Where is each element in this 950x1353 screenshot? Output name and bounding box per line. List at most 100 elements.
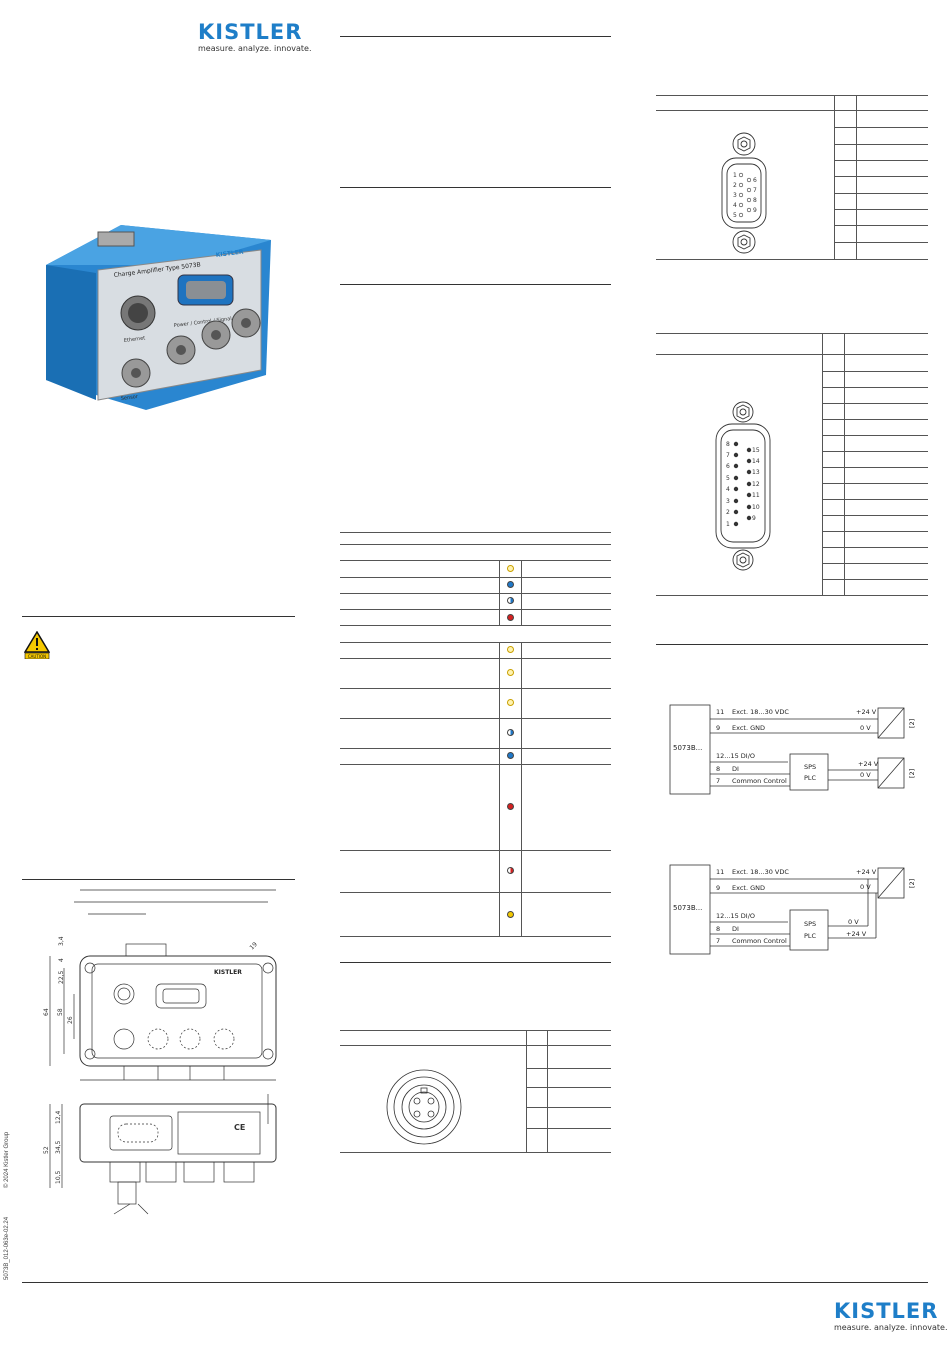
w1-row11: Exct. 18...30 VDC xyxy=(732,708,789,716)
w1-device: 5073B... xyxy=(673,744,702,752)
sensor-9pin-table xyxy=(656,95,928,261)
section-rule xyxy=(340,284,611,285)
dim-10-5: 10,5 xyxy=(55,1170,62,1184)
led-yellow-blink xyxy=(507,699,514,706)
pin15-r-12: 12 xyxy=(752,481,760,488)
led-blue-blink xyxy=(507,729,514,736)
document-number: 5073B_012-063e-02.24 xyxy=(4,1216,10,1280)
brand-name-footer: KISTLER xyxy=(834,1299,939,1323)
w1-row1215: 12...15 DI/O xyxy=(716,752,755,760)
w1-pin11: 11 xyxy=(716,708,724,716)
led-yellow xyxy=(507,911,514,918)
w1-supply-a: [2] xyxy=(908,719,916,728)
led-yellow-blink xyxy=(507,565,514,572)
dim-3-4: 3,4 xyxy=(58,936,65,946)
kistler-logo-bottom: KISTLER measure. analyze. innovate. xyxy=(834,1299,948,1332)
brand-tagline: measure. analyze. innovate. xyxy=(198,44,312,53)
pin15-r-9: 9 xyxy=(752,515,756,522)
section-rule xyxy=(340,36,611,37)
w2-row7: Common Control xyxy=(732,937,787,945)
brand-name: KISTLER xyxy=(198,20,303,44)
pin9-r-9: 9 xyxy=(753,207,757,214)
w2-pin7: 7 xyxy=(716,937,720,945)
section-rule xyxy=(22,616,295,617)
dim-58: 58 xyxy=(57,1008,64,1016)
w1-plus24-a: +24 V xyxy=(856,708,877,716)
w2-zero-b: 0 V xyxy=(848,918,859,926)
ethernet-pinout-table xyxy=(340,1030,611,1154)
photo-port-sensor: Sensor xyxy=(121,394,140,402)
pin15-l-3: 3 xyxy=(726,498,730,505)
section-rule xyxy=(340,962,611,963)
w1-pin8: 8 xyxy=(716,765,720,773)
w2-plus24-b: +24 V xyxy=(846,930,867,938)
caution-icon: CAUTION xyxy=(24,631,50,659)
pin15-l-8: 8 xyxy=(726,441,730,448)
section-rule xyxy=(340,187,611,188)
w2-plc1: SPS xyxy=(804,920,816,928)
pin15-l-5: 5 xyxy=(726,475,730,482)
section-rule xyxy=(22,879,295,880)
pin15-r-14: 14 xyxy=(752,458,760,465)
w2-plus24-a: +24 V xyxy=(856,868,877,876)
w2-row8: DI xyxy=(732,925,739,933)
w2-pin8: 8 xyxy=(716,925,720,933)
pin9-r-8: 8 xyxy=(753,197,757,204)
led-red-blink xyxy=(507,867,514,874)
w1-supply-b: [2] xyxy=(908,769,916,778)
dim-12-4: 12,4 xyxy=(55,1110,62,1124)
pin9-r-6: 6 xyxy=(753,177,757,184)
led-blue xyxy=(507,581,514,588)
pin9-l-2: 2 xyxy=(733,182,737,189)
w1-plc2: PLC xyxy=(804,774,817,782)
pin15-l-7: 7 xyxy=(726,452,730,459)
pin15-l-4: 4 xyxy=(726,486,730,493)
led-red xyxy=(507,614,514,621)
ethernet-m12-connector xyxy=(386,1069,462,1145)
pin15-r-10: 10 xyxy=(752,504,760,511)
product-photo: Charge Amplifier Type 5073B KISTLER Powe… xyxy=(46,225,271,410)
w1-pin7: 7 xyxy=(716,777,720,785)
w2-row11: Exct. 18...30 VDC xyxy=(732,868,789,876)
w1-row9: Exct. GND xyxy=(732,724,765,732)
w2-device: 5073B... xyxy=(673,904,702,912)
brand-tagline-footer: measure. analyze. innovate. xyxy=(834,1323,948,1332)
power-15pin-table xyxy=(656,333,928,597)
led-yellow-blink xyxy=(507,646,514,653)
pin15-l-2: 2 xyxy=(726,509,730,516)
led-yellow-blink xyxy=(507,669,514,676)
w2-row1215: 12...15 DI/O xyxy=(716,912,755,920)
w2-plc2: PLC xyxy=(804,932,817,940)
pin15-l-1: 1 xyxy=(726,521,730,528)
dim-34-5: 34,5 xyxy=(55,1140,62,1154)
led-red xyxy=(507,803,514,810)
dim-19: 19 xyxy=(248,941,258,951)
dim-64: 64 xyxy=(43,1008,50,1016)
dim-4: 4 xyxy=(58,958,65,962)
w1-plc1: SPS xyxy=(804,763,816,771)
drawing-brand: KISTLER xyxy=(214,969,242,976)
pin9-l-4: 4 xyxy=(733,202,737,209)
footer-rule xyxy=(22,1282,928,1283)
pin9-l-1: 1 xyxy=(733,172,737,179)
w1-row7: Common Control xyxy=(732,777,787,785)
caution-label: CAUTION xyxy=(28,654,46,659)
led-status-table xyxy=(340,532,611,938)
section-rule xyxy=(656,644,928,645)
pin15-r-13: 13 xyxy=(752,469,760,476)
copyright-text: © 2024 Kistler Group xyxy=(4,1131,10,1188)
pin9-l-3: 3 xyxy=(733,192,737,199)
w2-pin11: 11 xyxy=(716,868,724,876)
w2-zero-a: 0 V xyxy=(860,883,871,891)
pin9-r-7: 7 xyxy=(753,187,757,194)
w1-row8: DI xyxy=(732,765,739,773)
pin9-l-5: 5 xyxy=(733,212,737,219)
dsub-9-connector: 1 2 3 4 5 6 7 8 9 xyxy=(721,132,767,254)
pin15-r-11: 11 xyxy=(752,492,760,499)
dim-26: 26 xyxy=(67,1016,74,1024)
wiring-diagram-1: 5073B... 11 Exct. 18...30 VDC 9 Exct. GN… xyxy=(669,704,916,795)
w1-pin9: 9 xyxy=(716,724,720,732)
w2-pin9: 9 xyxy=(716,884,720,892)
w2-supply: [2] xyxy=(908,879,916,888)
pin15-r-15: 15 xyxy=(752,447,760,454)
